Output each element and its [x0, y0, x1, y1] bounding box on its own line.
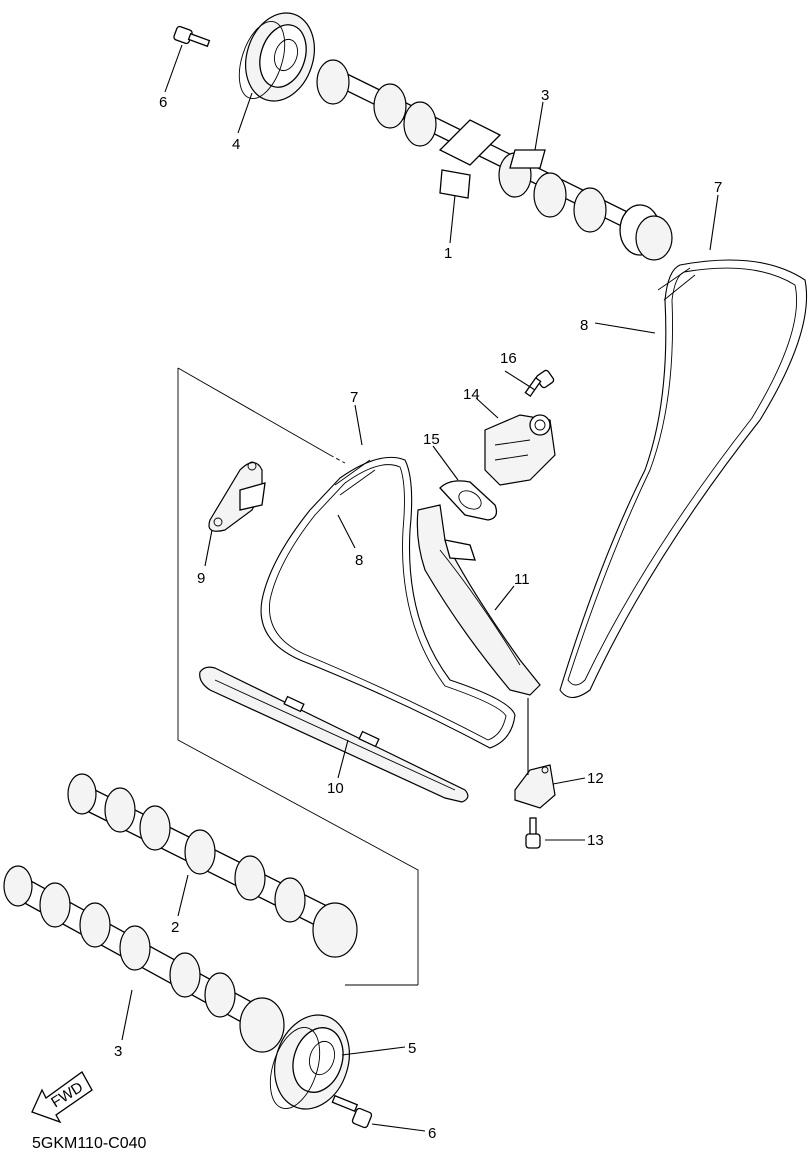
chain-guide-exhaust [416, 504, 541, 696]
callout-15: 15 [423, 431, 440, 448]
callout-9: 9 [197, 570, 205, 587]
callout-11: 11 [514, 571, 530, 588]
tensioner-gasket [439, 480, 498, 521]
forward-arrow-icon: FWD [31, 1071, 93, 1124]
chain-guide-timing [199, 666, 469, 803]
callout-4: 4 [232, 136, 240, 153]
camshaft-exhaust [3, 865, 285, 1053]
callout-8-left: 8 [355, 552, 363, 569]
callout-12: 12 [587, 770, 604, 787]
callout-6-top: 6 [159, 94, 167, 111]
leader-lines [121, 44, 719, 1132]
assembly-outline [177, 367, 419, 986]
bolt-tensioner [524, 369, 555, 397]
stopper-guide [208, 461, 266, 532]
callout-6-bottom: 6 [428, 1125, 436, 1142]
cam-chain-left [260, 456, 516, 749]
callout-16: 16 [500, 350, 517, 367]
callout-13: 13 [587, 832, 604, 849]
callout-1: 1 [444, 245, 452, 262]
camshaft-top [316, 59, 673, 261]
callout-8-right: 8 [580, 317, 588, 334]
callout-5: 5 [408, 1040, 416, 1057]
callout-14: 14 [463, 386, 480, 403]
figure-code: 5GKM110-C040 [32, 1135, 147, 1152]
chain-tensioner [484, 414, 556, 486]
guide-bracket [514, 764, 556, 809]
callout-10: 10 [327, 780, 344, 797]
callout-3-bottom: 3 [114, 1043, 122, 1060]
callout-labels: 6 4 3 1 7 8 16 14 15 7 8 9 11 10 12 13 2… [114, 87, 722, 1142]
bolt-bottom [331, 1094, 373, 1129]
sprocket-bottom [269, 1014, 350, 1110]
camshaft-intake [67, 773, 358, 958]
bolt-bracket [525, 817, 541, 849]
callout-7-right: 7 [714, 179, 722, 196]
cam-chain-right [559, 259, 808, 699]
sprocket-top [238, 12, 315, 102]
callout-2: 2 [171, 919, 179, 936]
callout-3-top: 3 [541, 87, 549, 104]
callout-7-left: 7 [350, 389, 358, 406]
bolt-top [173, 25, 211, 48]
